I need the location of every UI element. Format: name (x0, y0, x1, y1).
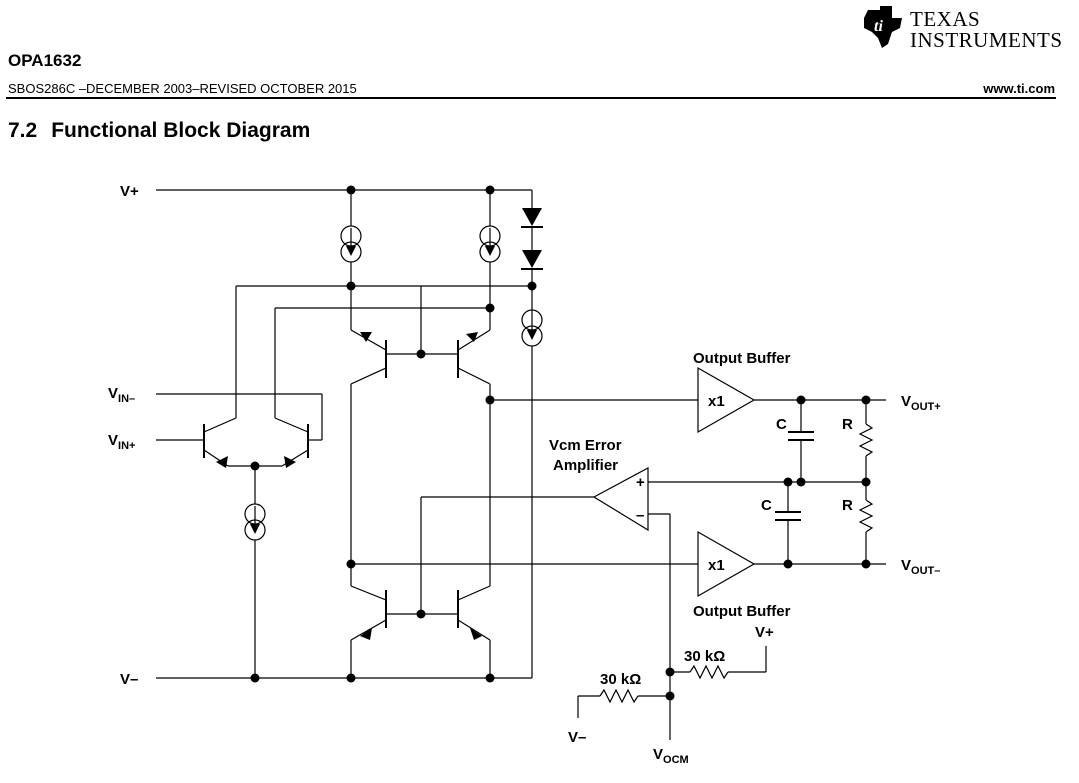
divider-vminus-label: V– (568, 729, 586, 746)
resistor-30k-right-label: 30 kΩ (684, 648, 725, 665)
svg-text:ti: ti (874, 18, 883, 35)
resistor-top-label: R (842, 416, 853, 433)
vcm-error-amplifier (421, 466, 866, 696)
vin-plus-label: VIN+ (108, 432, 135, 452)
output-buffer-bottom-label: Output Buffer (693, 603, 791, 620)
website-link[interactable]: www.ti.com (983, 81, 1055, 96)
diode-chain (521, 190, 543, 678)
amp-plus-sign: + (636, 474, 645, 491)
resistor-bottom-label: R (842, 497, 853, 514)
vocm-divider (577, 646, 767, 740)
section-heading: 7.2 Functional Block Diagram (8, 119, 310, 143)
vout-minus-label: VOUT– (901, 557, 940, 577)
upper-cascode (350, 286, 491, 564)
vcm-error-label-line2: Amplifier (553, 457, 618, 474)
input-stage (156, 285, 532, 678)
amp-minus-sign: – (636, 507, 644, 524)
output-buffer-top-label: Output Buffer (693, 350, 791, 367)
logo-line2: INSTRUMENTS (910, 28, 1063, 52)
vocm-label: VOCM (653, 746, 689, 766)
current-source-top-left (340, 190, 362, 330)
section-number: 7.2 (8, 119, 38, 142)
logo-line1: TEXAS (910, 7, 981, 31)
current-source-top-right (479, 190, 501, 330)
capacitor-top-label: C (776, 416, 787, 433)
vplus-label: V+ (120, 183, 139, 200)
section-title: Functional Block Diagram (51, 119, 311, 142)
header-rule (6, 97, 1056, 99)
vminus-label: V– (120, 671, 138, 688)
ti-logo-icon: ti (864, 6, 902, 48)
vout-plus-label: VOUT+ (901, 393, 941, 413)
part-number: OPA1632 (8, 51, 82, 70)
ti-logo: ti TEXAS INSTRUMENTS (862, 4, 1062, 52)
junction-dots (250, 185, 871, 701)
capacitor-bottom (775, 482, 801, 564)
capacitor-bottom-label: C (761, 497, 772, 514)
vin-minus-label: VIN– (108, 385, 135, 405)
buffer-bottom-gain: x1 (708, 557, 725, 574)
resistor-bottom (858, 499, 874, 564)
divider-vplus-label: V+ (755, 624, 774, 641)
buffer-top-gain: x1 (708, 393, 725, 410)
resistor-30k-left-label: 30 kΩ (600, 671, 641, 688)
output-buffer-bottom (351, 530, 886, 598)
output-buffer-top (490, 366, 886, 434)
lower-cascode (350, 400, 491, 678)
vcm-error-label-line1: Vcm Error (549, 437, 622, 454)
capacitor-top (788, 400, 814, 482)
doc-revision-line: SBOS286C –DECEMBER 2003–REVISED OCTOBER … (8, 81, 357, 96)
